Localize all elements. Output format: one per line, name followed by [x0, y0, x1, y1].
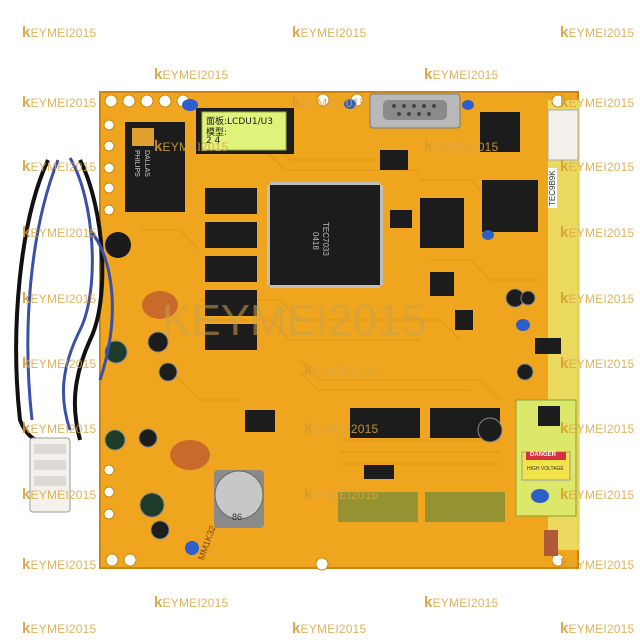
- watermark-text: kEYMEI2015: [560, 94, 635, 111]
- watermark-text: kEYMEI2015: [424, 594, 499, 611]
- serial-connector: [369, 93, 461, 129]
- battery-label: 86: [232, 512, 243, 522]
- watermark-text: kEYMEI2015: [22, 486, 97, 503]
- capacitors: [104, 234, 536, 540]
- watermark-text: kEYMEI2015: [560, 158, 635, 175]
- watermark-text: kEYMEI2015: [154, 66, 229, 83]
- watermark-text: kEYMEI2015: [22, 24, 97, 41]
- white-plug: [29, 437, 71, 513]
- coin-battery: [214, 470, 264, 528]
- watermark-text: kEYMEI2015: [292, 620, 367, 637]
- power-module: [515, 399, 577, 556]
- watermark-text: kEYMEI2015: [22, 224, 97, 241]
- watermark-text: kEYMEI2015: [22, 290, 97, 307]
- wire-harness: [14, 157, 114, 513]
- circuit-board: [99, 91, 580, 571]
- header-connector: [547, 109, 579, 161]
- cpu-label-1: TEC7033: [321, 222, 330, 256]
- watermark-text: kEYMEI2015: [560, 486, 635, 503]
- high-voltage-label: HIGH VOLTAGE: [527, 466, 564, 472]
- watermark-text: kEYMEI2015: [560, 355, 635, 372]
- main-cpu: [267, 182, 383, 288]
- watermark-text: kEYMEI2015: [560, 620, 635, 637]
- watermark-text: kEYMEI2015: [560, 420, 635, 437]
- watermark-text: kEYMEI2015: [22, 94, 97, 111]
- rtc-label-1: DALLAS: [143, 150, 150, 177]
- watermark-text: kEYMEI2015: [22, 556, 97, 573]
- watermark-text: kEYMEI2015: [560, 224, 635, 241]
- watermark-text: kEYMEI2015: [560, 290, 635, 307]
- center-watermark: KEYMEI2015: [162, 296, 427, 345]
- watermark-text: kEYMEI2015: [304, 420, 379, 437]
- watermark-text: kEYMEI2015: [22, 355, 97, 372]
- watermark-text: kEYMEI2015: [292, 94, 367, 111]
- ceramic-caps: [182, 99, 530, 555]
- watermark-text: kEYMEI2015: [22, 420, 97, 437]
- danger-label: DANGER: [530, 452, 557, 458]
- watermark-text: kEYMEI2015: [560, 24, 635, 41]
- watermark-text: kEYMEI2015: [424, 138, 499, 155]
- buzzer: [105, 232, 131, 258]
- lcd-chip: [196, 108, 294, 154]
- lcd-sticker-line2: 模型:: [206, 128, 228, 138]
- watermark-text: kEYMEI2015: [424, 66, 499, 83]
- lcd-sticker-line3: 2 4: [206, 136, 221, 146]
- cpu-label-2: 0418: [311, 232, 320, 250]
- watermark-text: kEYMEI2015: [22, 620, 97, 637]
- rtc-label-2: PHILIPS: [133, 150, 140, 177]
- watermark-text: kEYMEI2015: [154, 138, 229, 155]
- controller-chips: [245, 112, 561, 479]
- memory-chips: [205, 188, 257, 350]
- watermark-text: kEYMEI2015: [22, 158, 97, 175]
- watermark-text: kEYMEI2015: [304, 362, 379, 379]
- inductors: [142, 291, 210, 470]
- rtc-chip: [125, 122, 185, 212]
- resistor-arrays: [338, 492, 505, 522]
- watermark-text: kEYMEI2015: [304, 486, 379, 503]
- watermark-text: kEYMEI2015: [560, 556, 635, 573]
- watermark-text: kEYMEI2015: [292, 24, 367, 41]
- lcd-sticker-line1: 面板:LCDU1/U3: [206, 117, 273, 127]
- watermark-text: kEYMEI2015: [154, 594, 229, 611]
- side-label: TEC9B9K: [548, 168, 557, 208]
